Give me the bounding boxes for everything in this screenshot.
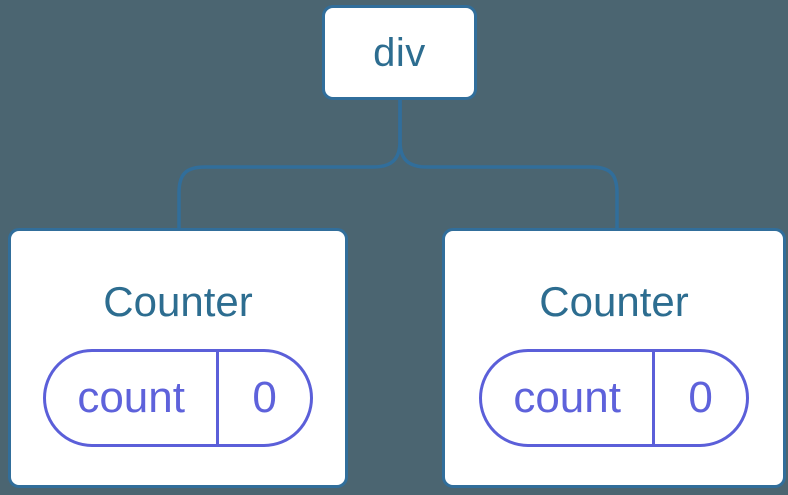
counter-card-right: Counter count 0 [442, 228, 786, 488]
counter-card-title: Counter [103, 278, 253, 325]
root-node-div: div [322, 5, 477, 100]
state-pill: count 0 [479, 349, 749, 447]
state-key: count [46, 352, 220, 444]
state-value: 0 [688, 373, 713, 422]
counter-card-title: Counter [539, 278, 689, 325]
connector-left-branch [177, 98, 402, 231]
state-pill: count 0 [43, 349, 313, 447]
root-node-label: div [373, 30, 426, 75]
connector-right-branch [398, 98, 619, 231]
counter-card-left: Counter count 0 [8, 228, 348, 488]
state-key: count [482, 352, 656, 444]
state-value: 0 [252, 373, 277, 422]
